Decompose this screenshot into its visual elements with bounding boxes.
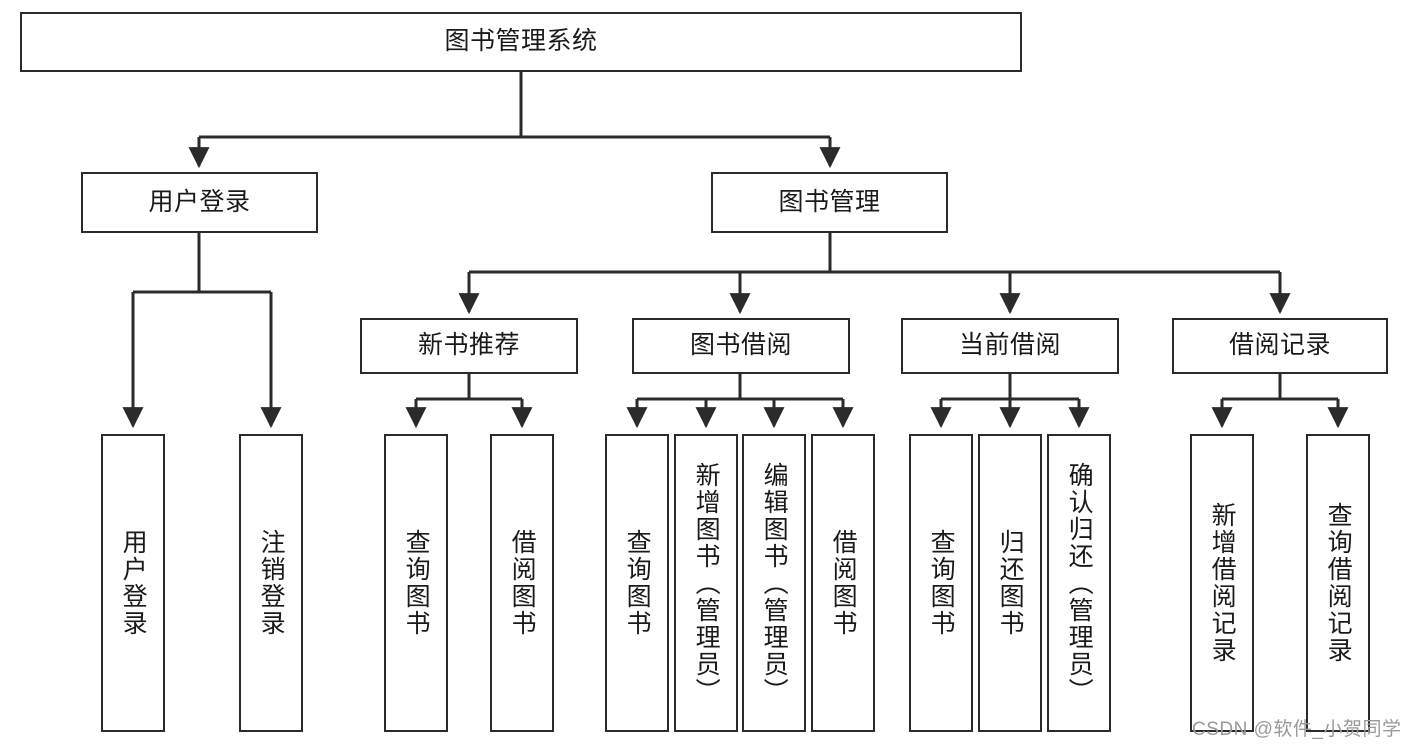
node-leaf-return-book[interactable]: 归还图书 [978, 434, 1042, 732]
node-leaf-edit-book[interactable]: 编辑图书（管理员） [742, 434, 806, 732]
node-user-login[interactable]: 用户登录 [81, 172, 318, 233]
node-root-label: 图书管理系统 [444, 27, 598, 56]
node-current-borrow-label: 当前借阅 [958, 331, 1061, 360]
node-new-book-recommend[interactable]: 新书推荐 [360, 318, 578, 374]
node-user-login-label: 用户登录 [148, 187, 251, 216]
node-leaf-confirm-return-label: 确认归还（管理员） [1065, 461, 1094, 705]
node-leaf-query-book-3[interactable]: 查询图书 [909, 434, 973, 732]
node-root[interactable]: 图书管理系统 [20, 12, 1022, 72]
node-borrow-record[interactable]: 借阅记录 [1172, 318, 1388, 374]
node-book-borrow[interactable]: 图书借阅 [632, 318, 850, 374]
node-leaf-query-book-2[interactable]: 查询图书 [605, 434, 669, 732]
node-leaf-add-record-label: 新增借阅记录 [1208, 502, 1237, 664]
node-leaf-logout-login-label: 注销登录 [257, 529, 286, 637]
node-leaf-edit-book-label: 编辑图书（管理员） [760, 461, 789, 705]
node-leaf-add-book-label: 新增图书（管理员） [692, 461, 721, 705]
node-borrow-record-label: 借阅记录 [1228, 331, 1331, 360]
node-leaf-query-book-1[interactable]: 查询图书 [384, 434, 448, 732]
node-leaf-user-login[interactable]: 用户登录 [101, 434, 165, 732]
node-leaf-query-record-label: 查询借阅记录 [1324, 502, 1353, 664]
node-leaf-query-record[interactable]: 查询借阅记录 [1306, 434, 1370, 732]
node-leaf-query-book-3-label: 查询图书 [927, 529, 956, 637]
node-leaf-borrow-book-1[interactable]: 借阅图书 [490, 434, 554, 732]
node-leaf-borrow-book-1-label: 借阅图书 [508, 529, 537, 637]
node-leaf-logout-login[interactable]: 注销登录 [239, 434, 303, 732]
node-book-manage-label: 图书管理 [778, 187, 881, 216]
node-leaf-borrow-book-2[interactable]: 借阅图书 [811, 434, 875, 732]
node-book-manage[interactable]: 图书管理 [711, 172, 948, 233]
node-leaf-borrow-book-2-label: 借阅图书 [829, 529, 858, 637]
node-leaf-confirm-return[interactable]: 确认归还（管理员） [1047, 434, 1111, 732]
node-leaf-query-book-2-label: 查询图书 [623, 529, 652, 637]
node-new-book-recommend-label: 新书推荐 [417, 331, 520, 360]
node-leaf-add-record[interactable]: 新增借阅记录 [1190, 434, 1254, 732]
node-leaf-return-book-label: 归还图书 [996, 529, 1025, 637]
node-current-borrow[interactable]: 当前借阅 [901, 318, 1119, 374]
node-leaf-user-login-label: 用户登录 [119, 529, 148, 637]
node-leaf-add-book[interactable]: 新增图书（管理员） [674, 434, 738, 732]
node-leaf-query-book-1-label: 查询图书 [402, 529, 431, 637]
node-book-borrow-label: 图书借阅 [689, 331, 792, 360]
watermark-text: CSDN @软件_小贺同学 [1192, 719, 1402, 740]
